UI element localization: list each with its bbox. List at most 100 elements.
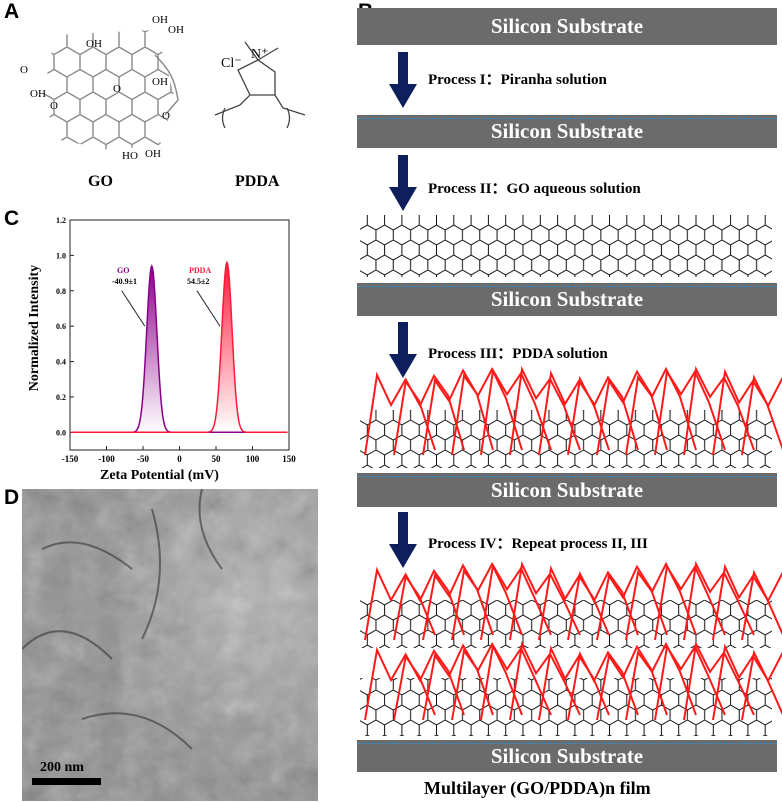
pdda-chain xyxy=(596,369,668,456)
chem-n: N⁺ xyxy=(251,47,269,62)
pdda-chain xyxy=(683,365,755,456)
series-line-go xyxy=(71,264,288,434)
process-arrows xyxy=(389,52,417,568)
y-tick-label: 0.2 xyxy=(56,393,66,402)
pdda-chain xyxy=(625,561,697,641)
scale-bar xyxy=(32,778,101,785)
pdda-chain xyxy=(567,375,639,456)
chem-o: O xyxy=(162,110,170,122)
pdda-chain xyxy=(683,640,755,721)
plot-frame xyxy=(69,219,290,451)
panel-label-c: C xyxy=(4,207,20,230)
x-tick-label: -50 xyxy=(137,454,149,464)
process-2-label: Process II：GO aqueous solution xyxy=(428,181,641,197)
pdda-annotation: 54.5±2 xyxy=(187,277,210,286)
chem-oh: OH xyxy=(152,14,168,26)
process-4-label: Process IV：Repeat process II, III xyxy=(428,536,648,552)
substrate-3: Silicon Substrate xyxy=(357,283,777,316)
pdda-chain xyxy=(567,650,639,721)
pdda-chain xyxy=(364,566,436,641)
multilayer-caption: Multilayer (GO/PDDA)n film xyxy=(424,778,651,798)
go-annotation: -40.9±1 xyxy=(112,277,138,286)
go-structure xyxy=(42,30,306,150)
pdda-chain xyxy=(741,374,782,456)
y-tick-label: 0.6 xyxy=(56,322,66,331)
series-fill-go xyxy=(71,266,288,433)
layer-diagram xyxy=(360,215,782,736)
series-fill-pdda xyxy=(71,262,288,433)
pdda-chain xyxy=(741,569,782,641)
pdda-chain xyxy=(654,563,726,641)
pdda-legend: PDDA xyxy=(189,266,212,275)
pdda-chain xyxy=(625,366,697,456)
substrate-1: Silicon Substrate xyxy=(357,8,777,45)
pdda-chain xyxy=(509,640,581,721)
pdda-chain xyxy=(625,641,697,721)
annotation-arrow xyxy=(196,290,221,327)
pdda-chain xyxy=(538,644,610,721)
arrow-down-icon xyxy=(389,155,417,211)
tem-image xyxy=(22,489,318,801)
go-layer xyxy=(360,410,772,468)
y-tick-label: 0.0 xyxy=(56,428,66,437)
go-legend: GO xyxy=(117,266,130,275)
pdda-chain xyxy=(567,570,639,641)
x-tick-label: 0 xyxy=(177,454,182,464)
chem-oh: OH xyxy=(30,88,46,100)
pdda-chain xyxy=(480,642,552,721)
y-tick-label: 0.8 xyxy=(56,287,66,296)
pdda-label: PDDA xyxy=(235,173,280,190)
chem-oh: OH xyxy=(168,24,184,36)
y-tick-label: 1.0 xyxy=(56,251,66,260)
substrate-5: Silicon Substrate xyxy=(357,740,777,772)
pdda-chain xyxy=(741,649,782,721)
panel-label-d: D xyxy=(4,486,20,509)
pdda-chain xyxy=(422,563,494,641)
panel-label-a: A xyxy=(4,0,20,23)
pdda-chain xyxy=(538,564,610,641)
series-line-pdda xyxy=(71,260,288,434)
chem-cl: Cl⁻ xyxy=(221,56,242,71)
pdda-chain xyxy=(712,563,782,641)
pdda-chain xyxy=(480,367,552,456)
pdda-chain xyxy=(393,648,465,721)
arrow-down-icon xyxy=(389,52,417,108)
process-1-label: Process I：Piranha solution xyxy=(428,72,607,88)
scale-bar-label: 200 nm xyxy=(40,760,84,775)
pdda-chain xyxy=(422,643,494,721)
process-3-label: Process III：PDDA solution xyxy=(428,346,608,362)
pdda-chain xyxy=(509,560,581,641)
chem-oh: OH xyxy=(145,148,161,160)
pdda-chain xyxy=(596,564,668,641)
pdda-chain xyxy=(654,368,726,456)
chem-o: O xyxy=(50,100,58,112)
pdda-chain xyxy=(480,562,552,641)
pdda-chain xyxy=(451,562,523,641)
pdda-chain xyxy=(538,369,610,456)
pdda-chain xyxy=(596,644,668,721)
annotation-arrow xyxy=(121,290,146,327)
x-tick-label: 100 xyxy=(246,454,260,464)
pdda-chain xyxy=(712,368,782,456)
substrate-2: Silicon Substrate xyxy=(357,115,777,148)
pdda-chain xyxy=(364,371,436,456)
go-layer xyxy=(360,215,772,277)
chem-oh: OH xyxy=(86,38,102,50)
chem-ho: HO xyxy=(122,150,138,162)
chem-o: O xyxy=(20,64,28,76)
x-tick-label: -150 xyxy=(62,454,79,464)
pdda-chain xyxy=(451,367,523,456)
pdda-chain xyxy=(654,643,726,721)
x-axis-label: Zeta Potential (mV) xyxy=(100,468,219,483)
pdda-chain xyxy=(683,560,755,641)
pdda-chain xyxy=(393,373,465,456)
pdda-chain xyxy=(712,643,782,721)
pdda-chain xyxy=(393,568,465,641)
x-tick-label: 150 xyxy=(282,454,296,464)
y-axis-label: Normalized Intensity xyxy=(27,264,42,392)
pdda-chain xyxy=(364,646,436,721)
chem-oh: OH xyxy=(152,76,168,88)
y-tick-label: 1.2 xyxy=(56,216,66,225)
substrate-4: Silicon Substrate xyxy=(357,473,777,507)
